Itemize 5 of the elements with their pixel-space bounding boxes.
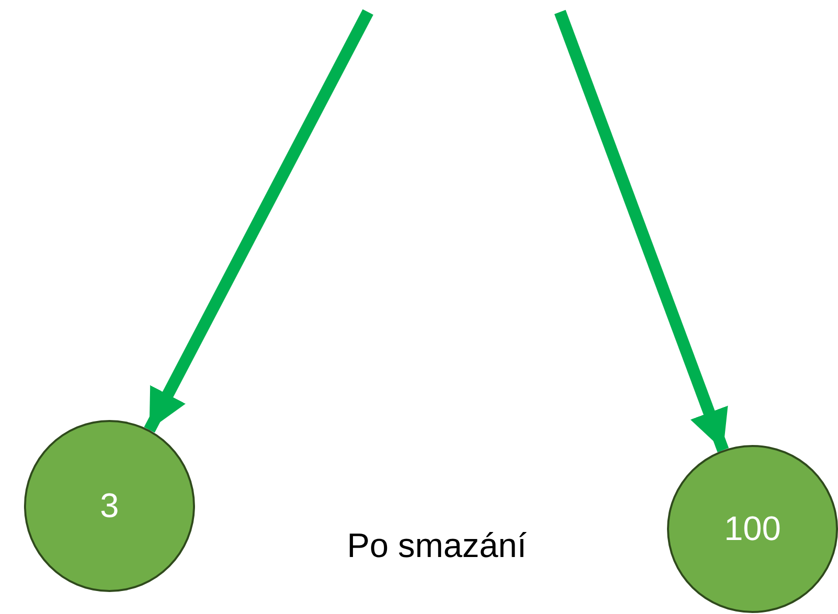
arrow <box>144 9 374 433</box>
caption-text: Po smazání <box>347 527 527 566</box>
node-label: 100 <box>724 510 781 548</box>
node-label: 3 <box>100 486 119 526</box>
arrow <box>554 10 729 452</box>
